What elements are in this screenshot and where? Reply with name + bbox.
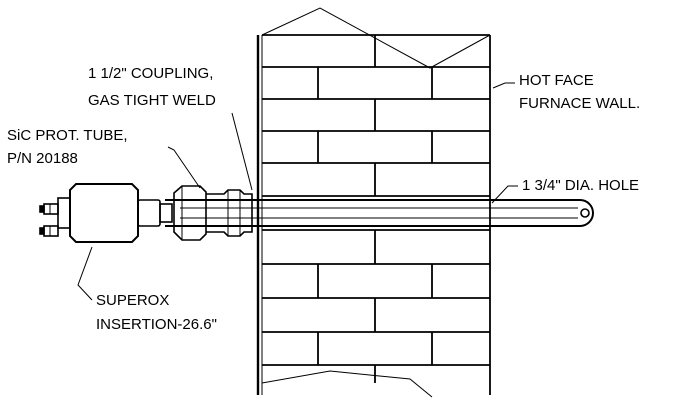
superox-probe-head [39,183,173,243]
label-superox: SUPEROX INSERTION-26.6" [96,292,217,333]
leader-lines [77,82,518,301]
superox-label-line1: SUPEROX [96,292,169,309]
hole-label: 1 3/4" DIA. HOLE [522,177,639,194]
protection-tube [165,199,594,227]
brick-courses-upper [262,34,490,197]
brick-courses-lower [262,229,490,383]
sic-tube-label-line2: P/N 20188 [7,150,78,167]
furnace-wall [256,7,491,398]
label-sic-tube: SiC PROT. TUBE, P/N 20188 [7,127,128,167]
hot-face-label-line1: HOT FACE [519,72,594,89]
label-coupling: 1 1/2" COUPLING, GAS TIGHT WELD [88,65,216,109]
coupling-label-line2: GAS TIGHT WELD [88,92,216,109]
coupling [173,185,253,241]
superox-label-line2: INSERTION-26.6" [96,316,217,333]
label-hot-face: HOT FACE FURNACE WALL. [519,72,640,112]
coupling-label-line1: 1 1/2" COUPLING, [88,65,213,82]
label-hole: 1 3/4" DIA. HOLE [522,177,639,194]
hot-face-label-line2: FURNACE WALL. [519,95,640,112]
sic-tube-label-line1: SiC PROT. TUBE, [7,127,128,144]
